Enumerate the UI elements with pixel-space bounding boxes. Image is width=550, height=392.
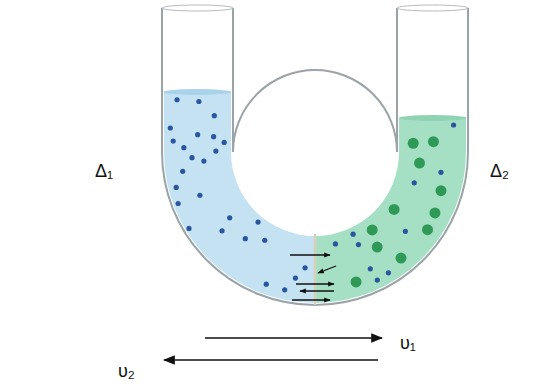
particle xyxy=(262,238,267,243)
particle xyxy=(196,99,201,104)
particle xyxy=(222,140,227,145)
particle xyxy=(408,138,419,149)
particle xyxy=(255,219,260,224)
particle xyxy=(429,207,440,218)
particle xyxy=(436,185,447,196)
particle xyxy=(171,138,176,143)
delta-label: Δ₂ xyxy=(490,162,509,180)
particles xyxy=(168,97,456,292)
particle xyxy=(186,226,191,231)
particle xyxy=(213,149,218,154)
particle xyxy=(189,155,194,160)
particle xyxy=(195,132,200,137)
particle xyxy=(375,278,380,283)
particle xyxy=(422,224,433,235)
particle xyxy=(302,265,307,270)
particle xyxy=(180,169,185,174)
blue-surface xyxy=(163,89,231,95)
particle xyxy=(389,204,400,215)
flow-arrow xyxy=(292,299,330,300)
left-rim xyxy=(162,5,233,11)
flow-arrow xyxy=(300,290,334,291)
flow-arrow-left xyxy=(164,359,378,361)
particle xyxy=(396,253,407,264)
liquids xyxy=(150,89,480,328)
particle xyxy=(212,113,217,118)
particle xyxy=(174,97,179,102)
flow-arrow xyxy=(296,283,334,284)
tube-wall xyxy=(162,8,468,305)
particle xyxy=(451,122,456,127)
delta-label: Δ₁ xyxy=(95,162,113,180)
particle xyxy=(176,201,181,206)
particle xyxy=(282,287,287,292)
flow-arrow xyxy=(318,266,336,273)
particle xyxy=(174,185,179,190)
particle xyxy=(438,170,443,175)
particle xyxy=(351,276,362,287)
particle xyxy=(403,229,408,234)
particle xyxy=(333,241,338,246)
particle xyxy=(367,224,378,235)
particle xyxy=(211,134,216,139)
particle xyxy=(428,136,439,147)
green-surface xyxy=(399,115,467,121)
particle xyxy=(368,266,373,271)
particle xyxy=(350,232,355,237)
particle xyxy=(356,242,361,247)
flow-arrow-right xyxy=(205,337,382,339)
particle xyxy=(412,180,417,185)
particle xyxy=(243,236,248,241)
particle xyxy=(414,158,425,169)
particle xyxy=(264,282,269,287)
velocity-label: υ₂ xyxy=(118,362,135,380)
particle xyxy=(372,242,383,253)
membrane-arrows xyxy=(290,255,336,300)
velocity-label: υ₁ xyxy=(400,334,416,352)
particle xyxy=(227,215,232,220)
particle xyxy=(181,145,186,150)
particle xyxy=(219,228,224,233)
flow-arrow xyxy=(290,254,330,255)
particle xyxy=(197,193,202,198)
particle xyxy=(386,270,391,275)
particle xyxy=(201,158,206,163)
particle xyxy=(293,275,298,280)
right-rim xyxy=(397,5,468,11)
particle xyxy=(168,125,173,130)
membrane xyxy=(314,234,317,305)
